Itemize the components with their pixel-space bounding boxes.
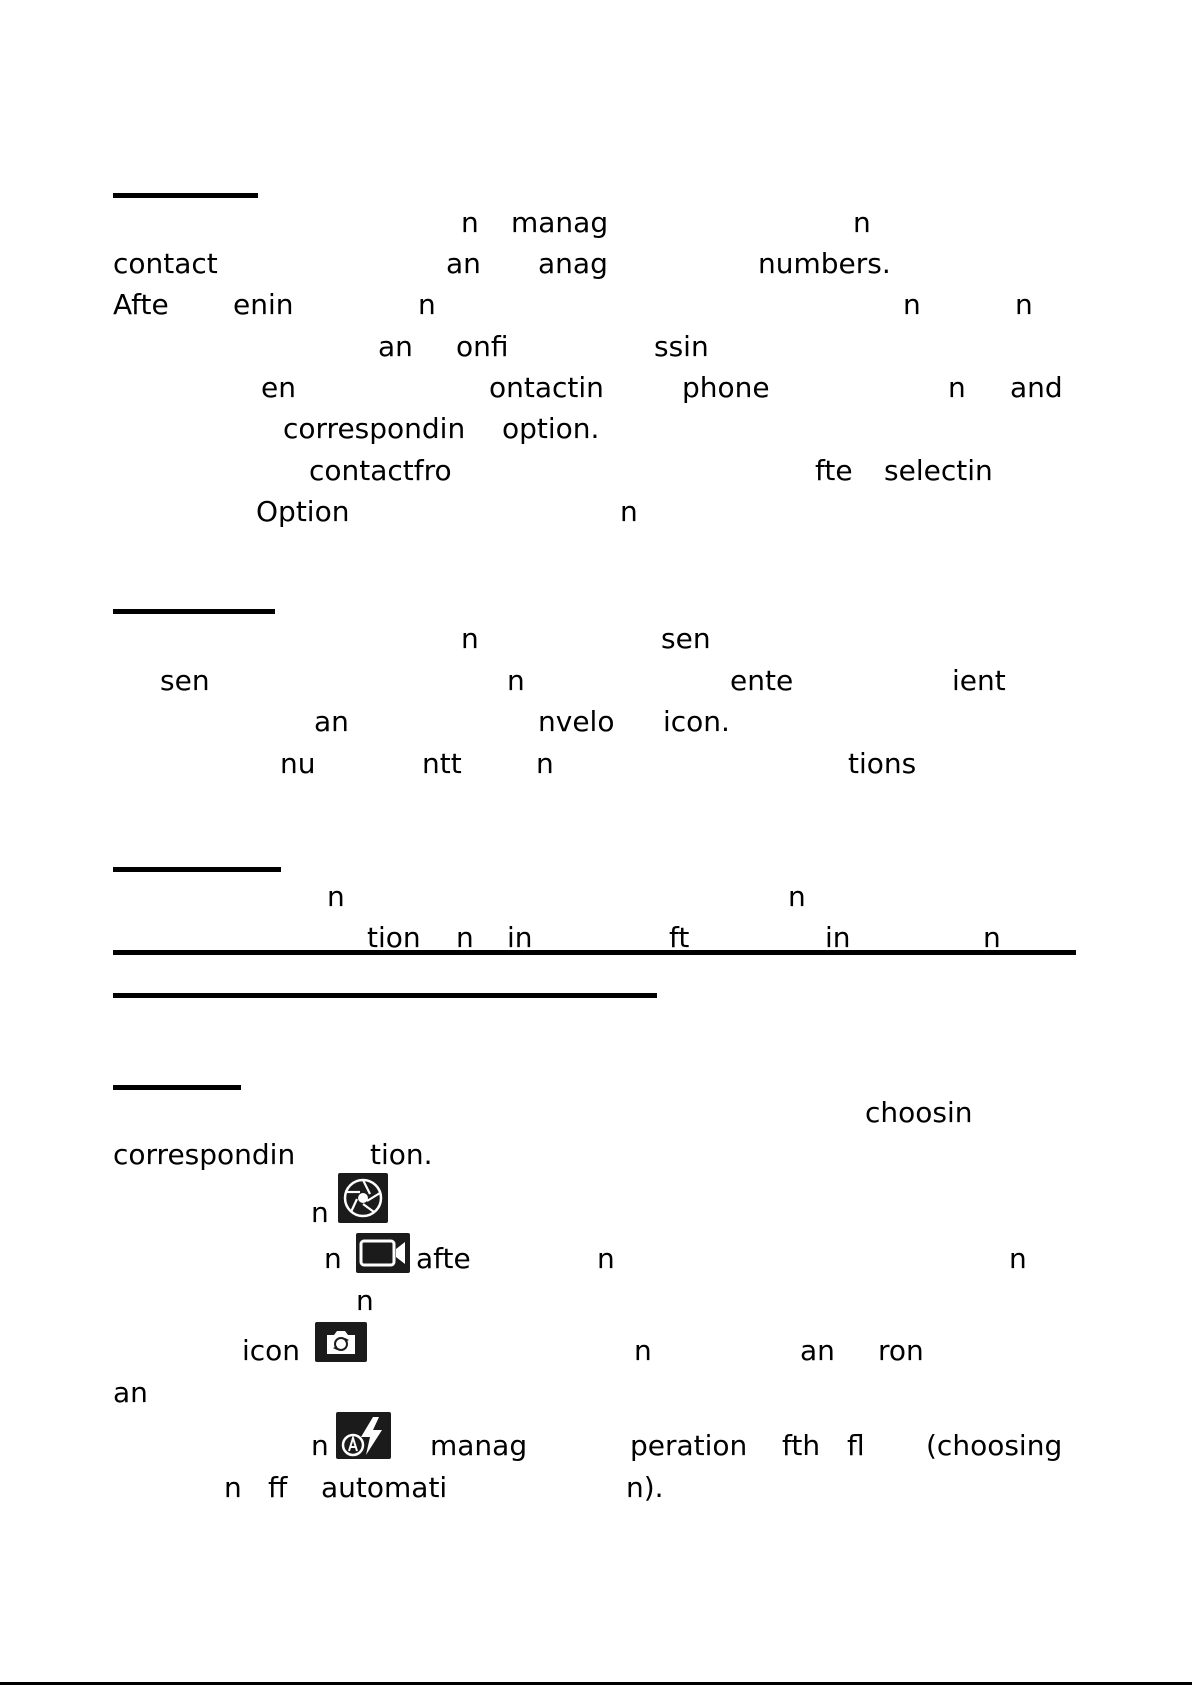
word: manag: [430, 1429, 528, 1462]
word: n: [311, 1429, 329, 1462]
section-4-heading-rule: [113, 1085, 241, 1090]
page-bottom-border: [0, 1682, 1192, 1685]
flash-auto-icon: [336, 1412, 391, 1459]
word: option.: [502, 412, 600, 445]
word: enin: [233, 288, 294, 321]
word: n: [788, 880, 806, 913]
word: an: [113, 1376, 148, 1409]
word: fte: [815, 454, 853, 487]
word: and: [1010, 371, 1063, 404]
word: peration: [630, 1429, 748, 1462]
word: in: [825, 921, 851, 954]
word: n: [418, 288, 436, 321]
word: n: [461, 622, 479, 655]
word: ient: [952, 664, 1006, 697]
word: n).: [626, 1471, 664, 1504]
word: en: [261, 371, 296, 404]
word: ontactin: [489, 371, 604, 404]
word: n: [507, 664, 525, 697]
word: n: [634, 1334, 652, 1367]
word: afte: [416, 1242, 471, 1275]
word: tion.: [370, 1138, 433, 1171]
word: tion: [367, 921, 421, 954]
word: manag: [511, 206, 609, 239]
word: n: [461, 206, 479, 239]
word: n: [327, 880, 345, 913]
word: Afte: [113, 288, 169, 321]
word: correspondin: [283, 412, 466, 445]
word: correspondin: [113, 1138, 296, 1171]
video-camera-icon: [356, 1233, 410, 1273]
word: an: [800, 1334, 835, 1367]
word: in: [507, 921, 533, 954]
word: an: [378, 330, 413, 363]
underline-rule: [113, 950, 1076, 955]
word: ntt: [422, 747, 462, 780]
word: n: [224, 1471, 242, 1504]
word: n: [853, 206, 871, 239]
word: fl: [847, 1429, 865, 1462]
word: nvelo: [538, 705, 615, 738]
word: Option: [256, 495, 350, 528]
underline-rule: [113, 993, 657, 998]
word: selectin: [884, 454, 993, 487]
word: onfi: [456, 330, 509, 363]
word: an: [446, 247, 481, 280]
word: n: [356, 1284, 374, 1317]
word: n: [597, 1242, 615, 1275]
word: n: [1015, 288, 1033, 321]
word: n: [456, 921, 474, 954]
camera-shutter-icon: [338, 1173, 388, 1223]
switch-camera-icon: [315, 1322, 367, 1362]
word: n: [536, 747, 554, 780]
word: an: [314, 705, 349, 738]
word: n: [311, 1196, 329, 1229]
section-1-heading-rule: [113, 193, 258, 198]
word: numbers.: [758, 247, 891, 280]
word: n: [903, 288, 921, 321]
word: ssin: [654, 330, 709, 363]
section-3-heading-rule: [113, 867, 281, 872]
word: sen: [661, 622, 711, 655]
word: contactfro: [309, 454, 452, 487]
word: choosin: [865, 1096, 973, 1129]
word: n: [1009, 1242, 1027, 1275]
word: n: [620, 495, 638, 528]
word: contact: [113, 247, 218, 280]
word: icon.: [663, 705, 730, 738]
section-2-heading-rule: [113, 609, 275, 614]
word: ft: [669, 921, 690, 954]
word: icon: [242, 1334, 301, 1367]
word: n: [983, 921, 1001, 954]
word: anag: [538, 247, 608, 280]
word: phone: [682, 371, 770, 404]
word: fth: [782, 1429, 821, 1462]
word: (choosing: [926, 1429, 1063, 1462]
word: automati: [321, 1471, 448, 1504]
word: ff: [268, 1471, 288, 1504]
word: tions: [848, 747, 917, 780]
word: sen: [160, 664, 210, 697]
word: n: [948, 371, 966, 404]
word: n: [324, 1242, 342, 1275]
word: ente: [730, 664, 794, 697]
word: ron: [878, 1334, 924, 1367]
word: nu: [280, 747, 316, 780]
